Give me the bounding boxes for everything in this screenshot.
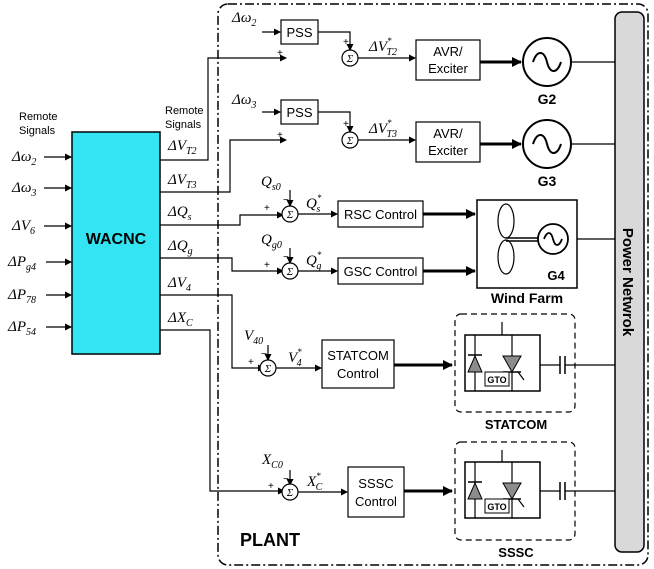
svg-text:+: + [268,481,274,492]
wind-farm-device: G4 Wind Farm [476,199,615,306]
svg-text:+: + [264,260,270,271]
dw3-signal: Δω3 [231,92,256,111]
v4-star-signal: V*4 [288,347,302,369]
sssc-control-block [347,466,405,518]
remote-signals-left-line2: Signals [19,125,56,137]
svg-text:+: + [248,357,254,368]
qs0-signal: Qs0 [261,174,281,193]
sssc-channel: XC0 − + Σ X*C SSSC Control GTO SSSC [261,441,615,560]
svg-text:Σ: Σ [286,266,294,278]
sssc-gto-label: GTO [487,502,506,512]
rsc-control-label: RSC Control [344,207,417,222]
rsc-control-block [337,200,424,228]
turbine-blade-top [497,203,515,239]
svg-text:Σ: Σ [286,487,294,499]
statcom-gto-label-box [484,371,510,387]
sssc-control-label-2: Control [355,494,397,509]
input-dv6: ΔV6 [11,218,35,237]
pss-label-g3: PSS [286,105,312,120]
statcom-label: STATCOM [485,417,547,432]
statcom-control-label-1: STATCOM [327,348,389,363]
input-dpg4: ΔPg4 [7,254,36,273]
svg-text:Σ: Σ [346,53,354,65]
output-dvt2: ΔVT2 [167,138,197,157]
remote-signals-left-line1: Remote [19,111,58,123]
avr-exciter-block-g2 [415,39,481,81]
input-dw3: Δω3 [11,180,36,199]
output-dv4: ΔV4 [167,275,191,294]
controller-inputs: Δω2 Δω3 ΔV6 ΔPg4 ΔP78 ΔP54 [7,149,72,338]
output-dvt3: ΔVT3 [167,172,197,191]
controller-outputs: ΔVT2 ΔVT3 ΔQs ΔQg ΔV4 ΔXC [167,138,197,329]
svg-text:+: + [277,130,283,141]
svg-text:Σ: Σ [286,209,294,221]
pss-label-g2: PSS [286,25,312,40]
svg-text:−: − [261,349,267,360]
sssc-control-label-1: SSSC [358,476,393,491]
g4-label: G4 [547,268,565,283]
dvt2-star-signal: ΔV*T2 [368,36,397,58]
output-dqs: ΔQs [167,204,192,223]
plant-boundary [217,3,649,566]
avr-label-2-g3: Exciter [428,143,468,158]
svg-text:Σ: Σ [264,363,272,375]
remote-signals-right-line2: Signals [165,119,202,131]
g2-label: G2 [538,91,557,107]
gsc-channel: Qg0 − + Σ Q*g GSC Control [261,232,476,285]
output-dxc: ΔXC [167,310,193,329]
svg-text:−: − [283,474,289,485]
svg-text:−: − [283,195,289,206]
statcom-control-block [321,339,395,389]
gsc-control-block [337,257,424,285]
qg0-signal: Qg0 [261,232,282,251]
statcom-channel: V40 − + Σ V*4 STATCOM Control GTO STATCO… [244,313,615,432]
xc-star-signal: X*C [306,471,323,493]
avr-label-2-g2: Exciter [428,61,468,76]
svg-text:+: + [343,37,349,48]
gsc-control-label: GSC Control [344,264,418,279]
v40-signal: V40 [244,328,263,347]
svg-text:+: + [277,48,283,59]
qs-star-signal: Q*s [306,193,322,215]
svg-text:−: − [283,252,289,263]
output-wires [160,54,287,495]
sssc-gto-label-box [484,498,510,514]
input-dp54: ΔP54 [7,319,36,338]
dw2-signal: Δω2 [231,10,256,29]
g3-channel: Δω3 PSS + + Σ ΔV*T3 AVR/ Exciter G3 [231,92,615,189]
dvt3-star-signal: ΔV*T3 [368,118,397,140]
svg-text:+: + [343,119,349,130]
power-network-bus [614,11,645,553]
statcom-device-boundary [454,313,576,413]
input-dw2: Δω2 [11,149,36,168]
avr-label-1-g3: AVR/ [433,126,463,141]
power-network-label: Power Netwrok [619,228,636,337]
svg-text:Σ: Σ [346,135,354,147]
wacnc-controller [71,131,161,355]
avr-label-1-g2: AVR/ [433,44,463,59]
plant-label: PLANT [240,530,300,550]
turbine-blade-bottom [497,239,515,275]
statcom-control-label-2: Control [337,366,379,381]
g3-label: G3 [538,173,557,189]
svg-text:+: + [264,203,270,214]
rsc-channel: Qs0 − + Σ Q*s RSC Control [261,174,476,228]
wacnc-label: WACNC [86,231,147,248]
remote-signals-right-line1: Remote [165,105,204,117]
sssc-label: SSSC [498,545,534,560]
statcom-gto-label: GTO [487,375,506,385]
wind-farm-label: Wind Farm [491,290,563,306]
output-dqg: ΔQg [167,238,193,257]
avr-exciter-block-g3 [415,121,481,163]
qg-star-signal: Q*g [306,250,322,272]
xc0-signal: XC0 [261,452,283,471]
input-dp78: ΔP78 [7,287,36,306]
g2-channel: Δω2 PSS + + Σ ΔV*T2 AVR/ Exciter G2 [231,10,615,107]
